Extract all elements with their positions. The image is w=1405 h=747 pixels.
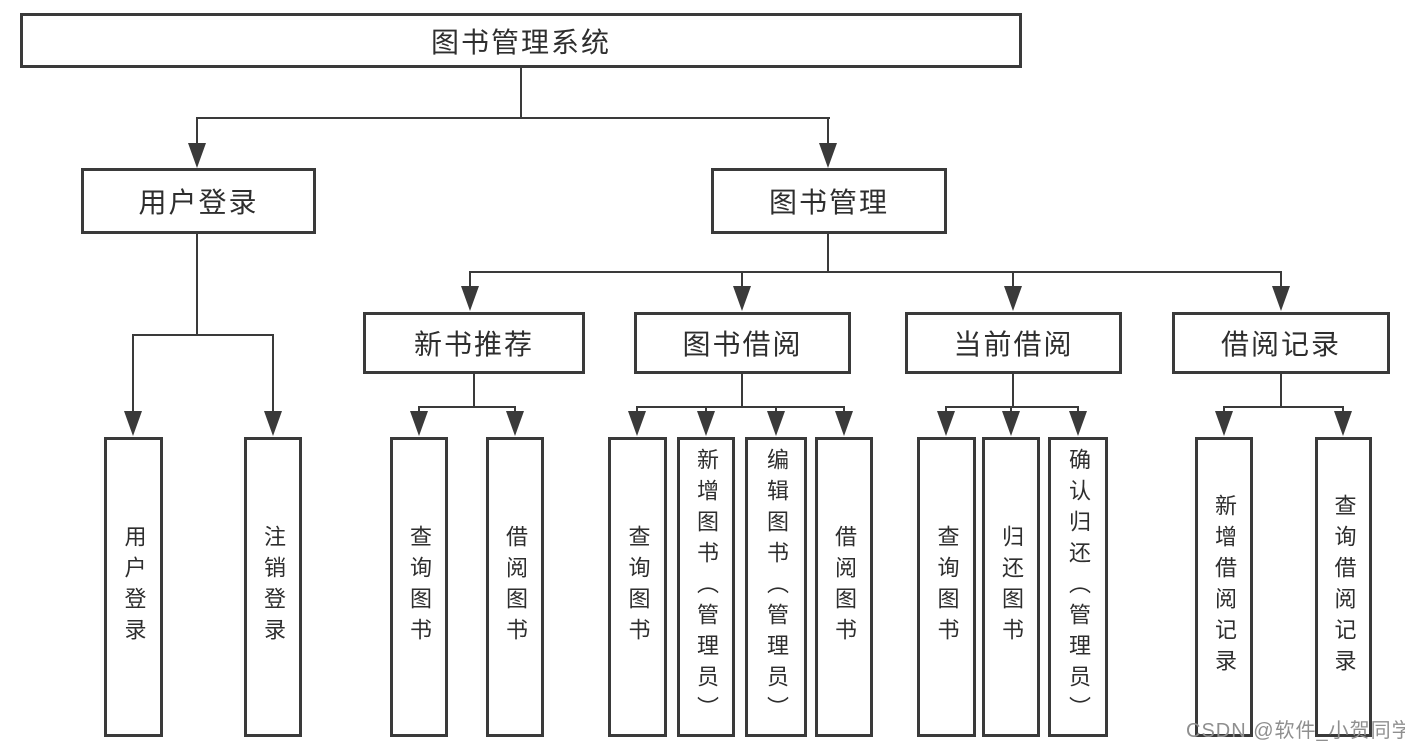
- leaf-query-borrow-record: 查询借阅记录: [1315, 437, 1372, 737]
- connector-to-leaf: [514, 406, 516, 414]
- leaf-return-books: 归还图书: [982, 437, 1040, 737]
- leaf-logout-label: 注销登录: [261, 525, 286, 649]
- leaf-query-books-borrowing: 查询图书: [608, 437, 667, 737]
- leaf-label: 归还图书: [999, 525, 1024, 649]
- node-new-book-recommend-label: 新书推荐: [413, 329, 534, 360]
- node-user-login-label: 用户登录: [138, 187, 259, 218]
- leaf-label: 查询图书: [625, 525, 651, 649]
- leaf-label: 查询借阅记录: [1331, 494, 1357, 680]
- leaf-label: 借阅图书: [503, 525, 528, 649]
- connector-to-leaf-user-login: [132, 334, 134, 412]
- leaf-query-books-recommend: 查询图书: [390, 437, 448, 737]
- leaf-logout: 注销登录: [244, 437, 302, 737]
- leaf-label: 查询图书: [934, 525, 960, 649]
- arrow-down-icon: [733, 286, 751, 311]
- connector-book-management-crossbar: [469, 271, 1282, 273]
- connector-root-stem: [520, 68, 522, 118]
- connector-book-borrowing-crossbar: [636, 406, 845, 408]
- arrow-down-icon: [697, 411, 715, 436]
- leaf-query-books-current: 查询图书: [917, 437, 976, 737]
- connector-current-borrowing-crossbar: [945, 406, 1079, 408]
- node-book-borrowing: 图书借阅: [634, 312, 851, 374]
- arrow-down-icon: [461, 286, 479, 311]
- leaf-label: 借阅图书: [832, 525, 857, 649]
- connector-to-leaf: [1342, 406, 1344, 414]
- leaf-label: 新增图书（管理员）: [694, 447, 719, 727]
- leaf-borrow-books: 借阅图书: [815, 437, 873, 737]
- node-book-management-label: 图书管理: [768, 187, 889, 218]
- connector-book-management-stem: [827, 234, 829, 273]
- arrow-down-icon: [1215, 411, 1233, 436]
- connector-to-new-book-recommend: [469, 271, 471, 292]
- leaf-confirm-return-admin: 确认归还（管理员）: [1048, 437, 1108, 737]
- connector-to-leaf: [775, 406, 777, 414]
- arrow-down-icon: [124, 411, 142, 436]
- connector-user-login-crossbar: [132, 334, 274, 336]
- arrow-down-icon: [628, 411, 646, 436]
- connector-to-leaf: [636, 406, 638, 414]
- connector-to-leaf: [1077, 406, 1079, 414]
- leaf-add-borrow-record: 新增借阅记录: [1195, 437, 1253, 737]
- arrow-down-icon: [1004, 286, 1022, 311]
- connector-to-current-borrowing: [1012, 271, 1014, 292]
- leaf-edit-books-admin: 编辑图书（管理员）: [745, 437, 807, 737]
- connector-to-leaf: [418, 406, 420, 414]
- leaf-label: 查询图书: [407, 525, 432, 649]
- leaf-add-books-admin: 新增图书（管理员）: [677, 437, 735, 737]
- connector-user-login-stem: [196, 234, 198, 335]
- leaf-label: 编辑图书（管理员）: [764, 447, 789, 727]
- connector-new-book-recommend-stem: [473, 374, 475, 407]
- arrow-down-icon: [1272, 286, 1290, 311]
- connector-to-leaf: [705, 406, 707, 414]
- node-root-label: 图书管理系统: [430, 26, 611, 58]
- arrow-down-icon: [767, 411, 785, 436]
- arrow-down-icon: [1334, 411, 1352, 436]
- connector-borrow-records-crossbar: [1223, 406, 1344, 408]
- leaf-label: 新增借阅记录: [1212, 494, 1237, 680]
- node-user-login: 用户登录: [81, 168, 316, 234]
- node-borrow-records-label: 借阅记录: [1220, 329, 1341, 360]
- connector-new-book-recommend-crossbar: [418, 406, 516, 408]
- node-current-borrowing: 当前借阅: [905, 312, 1122, 374]
- connector-root-to-book-management: [827, 117, 829, 150]
- arrow-down-icon: [410, 411, 428, 436]
- csdn-watermark: CSDN @软件_小贺同学: [1186, 720, 1405, 742]
- connector-current-borrowing-stem: [1012, 374, 1014, 407]
- connector-root-crossbar: [196, 117, 830, 119]
- arrow-down-icon: [264, 411, 282, 436]
- leaf-user-login: 用户登录: [104, 437, 163, 737]
- connector-to-book-borrowing: [741, 271, 743, 292]
- connector-borrow-records-stem: [1280, 374, 1282, 407]
- connector-to-leaf: [945, 406, 947, 414]
- node-new-book-recommend: 新书推荐: [363, 312, 585, 374]
- leaf-borrow-books-recommend: 借阅图书: [486, 437, 544, 737]
- leaf-user-login-label: 用户登录: [121, 525, 147, 649]
- connector-to-leaf: [1010, 406, 1012, 414]
- node-book-borrowing-label: 图书借阅: [682, 329, 803, 360]
- connector-to-leaf: [843, 406, 845, 414]
- node-current-borrowing-label: 当前借阅: [953, 329, 1074, 360]
- connector-to-borrow-records: [1280, 271, 1282, 292]
- node-borrow-records: 借阅记录: [1172, 312, 1390, 374]
- connector-root-to-user-login: [196, 117, 198, 150]
- arrow-down-icon: [835, 411, 853, 436]
- arrow-down-icon: [506, 411, 524, 436]
- leaf-label: 确认归还（管理员）: [1066, 447, 1091, 727]
- connector-to-leaf: [1223, 406, 1225, 414]
- connector-to-leaf-logout: [272, 334, 274, 412]
- arrow-down-icon: [937, 411, 955, 436]
- arrow-down-icon: [1002, 411, 1020, 436]
- node-book-management: 图书管理: [711, 168, 947, 234]
- arrow-down-icon: [819, 143, 837, 168]
- node-root-library-system: 图书管理系统: [20, 13, 1022, 68]
- connector-book-borrowing-stem: [741, 374, 743, 407]
- arrow-down-icon: [188, 143, 206, 168]
- arrow-down-icon: [1069, 411, 1087, 436]
